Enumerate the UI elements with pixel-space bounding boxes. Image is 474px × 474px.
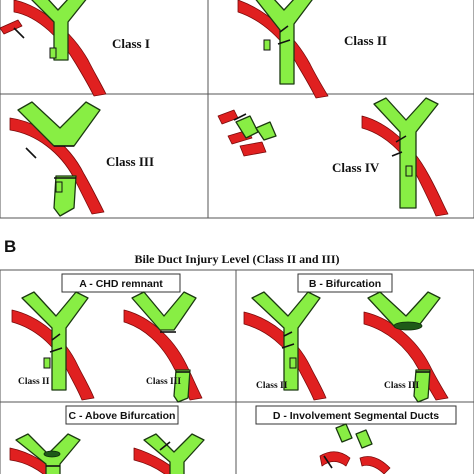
class-label: Class III xyxy=(106,154,154,169)
panel-class-i: Class I xyxy=(0,0,150,96)
section-b-letter: B xyxy=(4,237,16,256)
duct-diagram-left xyxy=(218,110,276,156)
panel-class-iii: Class III xyxy=(10,102,154,216)
section-a: Class I Class II Cla xyxy=(0,0,474,218)
panel-class-iv: Class IV xyxy=(218,98,448,216)
subpanel-title: D - Involvement Segmental Ducts xyxy=(273,410,439,422)
duct-diagram xyxy=(238,0,328,98)
section-b: B Bile Duct Injury Level (Class II and I… xyxy=(0,237,474,474)
class-label: Class I xyxy=(112,36,150,51)
subpanel-bifurcation: B - Bifurcation Class II Class III xyxy=(244,274,448,402)
subpanel-title: C - Above Bifurcation xyxy=(69,410,176,422)
class-label-left: Class II xyxy=(256,381,288,391)
duct-diagram-left xyxy=(10,434,80,474)
class-label-right: Class III xyxy=(384,381,419,391)
duct-diagram xyxy=(320,424,390,474)
duct-diagram xyxy=(10,102,104,216)
panel-class-ii: Class II xyxy=(238,0,387,98)
duct-diagram-right xyxy=(134,434,204,474)
duct-diagram-right xyxy=(362,98,448,216)
section-b-title: Bile Duct Injury Level (Class II and III… xyxy=(134,252,339,266)
class-label: Class II xyxy=(344,33,387,48)
subpanel-title: A - CHD remnant xyxy=(79,278,163,290)
subpanel-chd-remnant: A - CHD remnant Class II Class III xyxy=(12,274,202,402)
class-label: Class IV xyxy=(332,160,380,175)
class-label-left: Class II xyxy=(18,377,50,387)
subpanel-above-bifurcation: C - Above Bifurcation xyxy=(10,406,204,474)
duct-diagram xyxy=(0,0,106,96)
class-label-right: Class III xyxy=(146,377,181,387)
subpanel-title: B - Bifurcation xyxy=(309,278,381,290)
subpanel-segmental-ducts: D - Involvement Segmental Ducts xyxy=(256,406,456,474)
